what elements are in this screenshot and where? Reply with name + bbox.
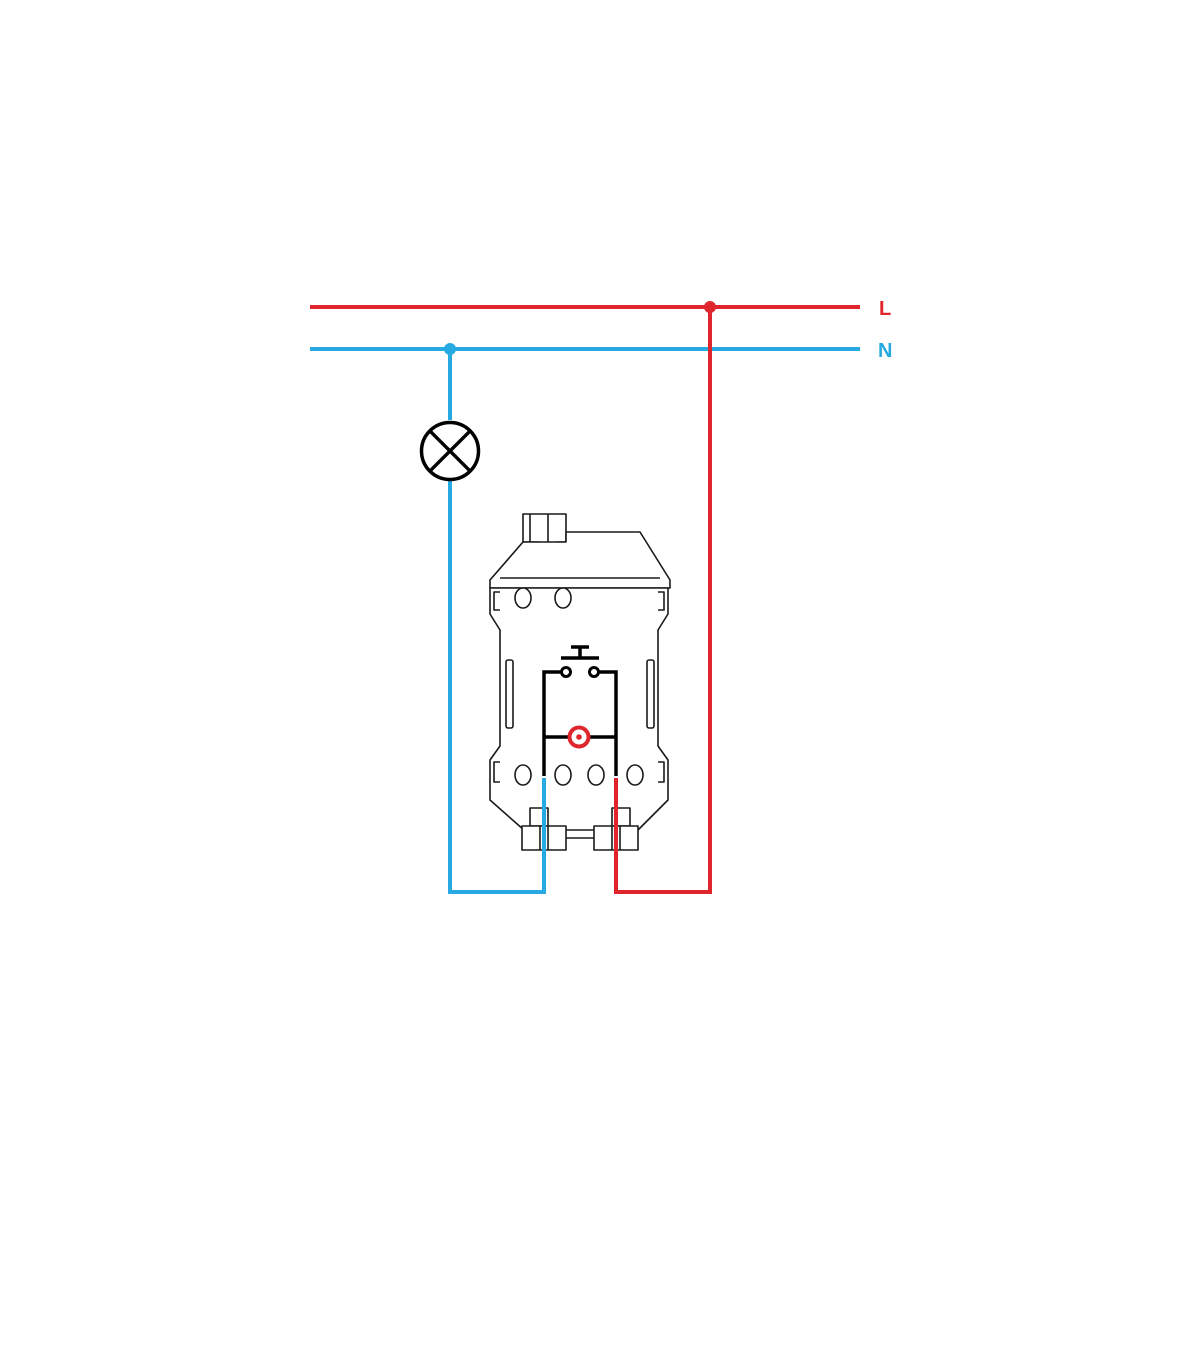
- terminal-hole: [514, 764, 532, 786]
- terminal-hole: [626, 764, 644, 786]
- wiring: [310, 301, 860, 894]
- switched-lamp-wire: [448, 480, 546, 894]
- live-junction: [704, 301, 716, 313]
- top-housing: [489, 531, 671, 589]
- terminal-hole: [554, 587, 572, 609]
- internal-circuit: [542, 645, 618, 776]
- module-body: [489, 587, 669, 831]
- live-label: L: [879, 298, 891, 320]
- terminal-hole: [514, 587, 532, 609]
- neutral-label: N: [878, 340, 892, 362]
- terminal-hole: [554, 764, 572, 786]
- push-button-icon: [560, 645, 600, 678]
- bottom-clip-left: [521, 807, 567, 851]
- live-feed-wire: [614, 307, 712, 894]
- neutral-junction: [444, 343, 456, 355]
- indicator-light-icon: [567, 725, 591, 749]
- terminal-hole: [587, 764, 605, 786]
- switch-module: [489, 513, 671, 851]
- lamp-icon: [419, 420, 481, 482]
